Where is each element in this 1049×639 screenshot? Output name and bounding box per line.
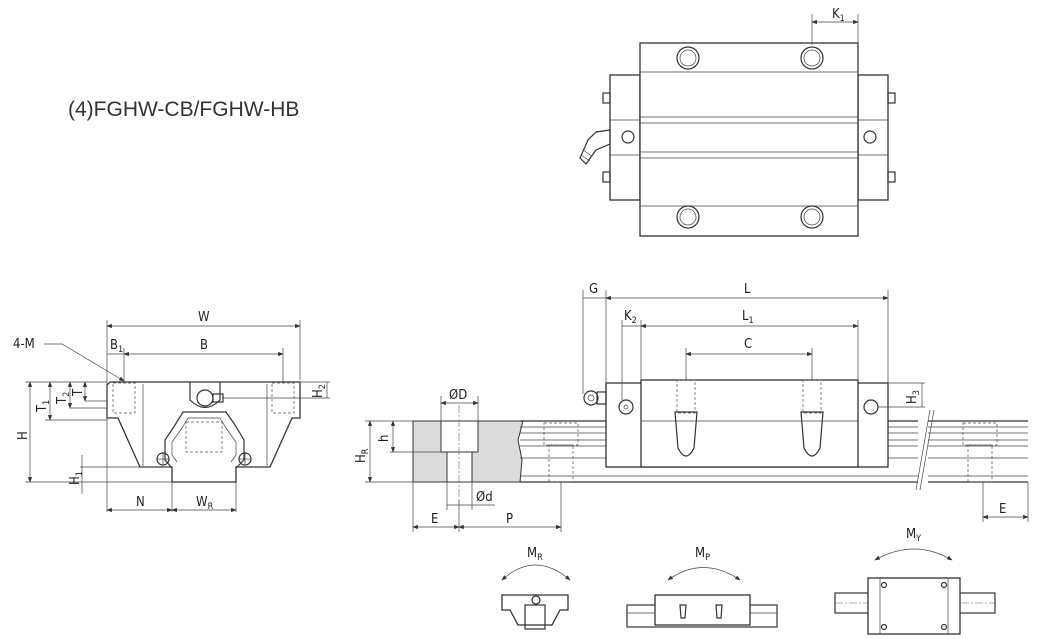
dim-H1: H1 [68,471,85,485]
label-MR: MR [527,546,543,563]
dim-H3: H3 [905,390,922,404]
dim-L: L [744,282,751,297]
dim-D: ØD [449,388,467,403]
dim-HR: HR [354,448,371,463]
top-view: K1 [579,7,896,237]
dim-H: H [16,431,31,440]
dim-H2: H2 [311,384,328,398]
label-MP: MP [695,546,710,563]
grease-nipple-icon [579,129,611,165]
dim-4M: 4-M [13,337,35,352]
dim-C: C [744,337,752,352]
block-top [639,42,859,237]
dim-K1: K1 [832,7,845,24]
dim-T2: T2 [55,392,72,405]
mounting-hole [676,46,824,229]
grease-nipple-icon [583,390,607,406]
dim-W: W [198,310,210,325]
dim-d: Ød [476,490,493,505]
dim-N: N [136,495,145,510]
dim-B: B [200,338,208,353]
dim-E-right: E [999,502,1006,517]
moment-yaw-icon: MY [834,527,996,635]
dim-h: h [377,435,392,442]
dim-P: P [506,512,513,527]
label-MY: MY [906,527,921,544]
dim-E: E [431,512,438,527]
dim-B1: B1 [110,338,123,355]
drawing-title: (4)FGHW-CB/FGHW-HB [68,98,299,121]
moment-roll-icon: MR [501,546,571,630]
side-view: G L K2 L1 C H3 ØD Ød HR h [354,282,1029,532]
dim-K2: K2 [624,309,637,326]
dim-T1: T1 [35,400,52,413]
moment-pitch-icon: MP [626,546,778,628]
front-view: W B1 B 4-M H T1 T2 T H1 H2 N WR [13,310,330,513]
dim-L1: L1 [742,309,754,326]
dim-G: G [589,282,598,297]
dim-WR: WR [196,495,214,512]
dim-T: T [71,388,86,397]
block-front [106,381,301,483]
